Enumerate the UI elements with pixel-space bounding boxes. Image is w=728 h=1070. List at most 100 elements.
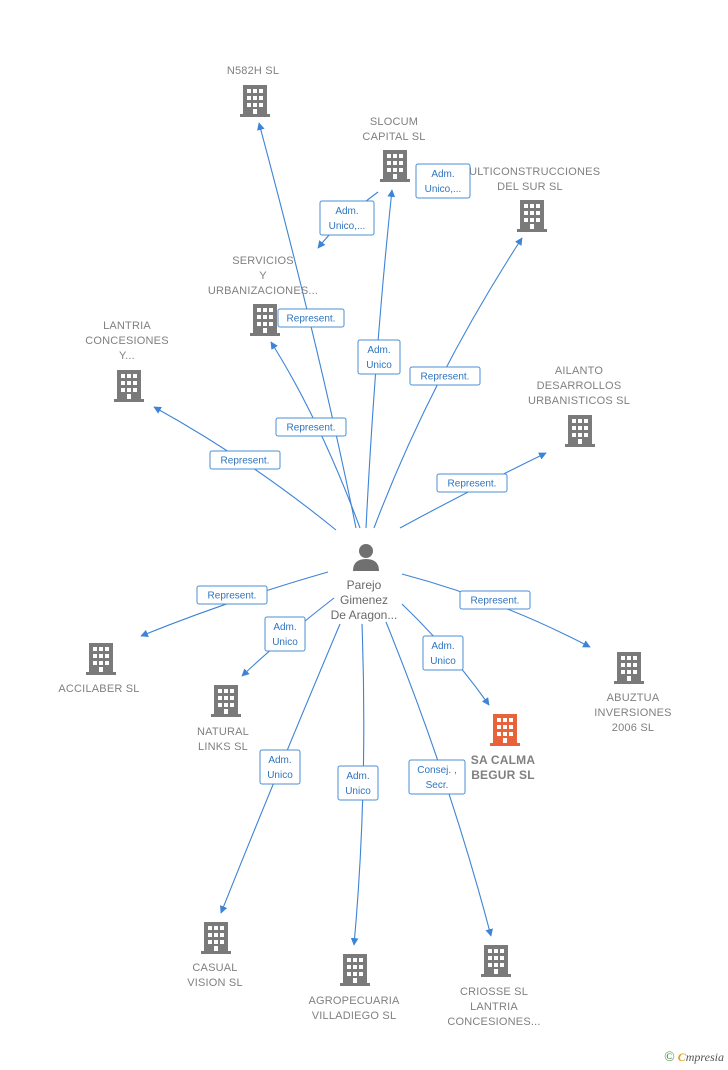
e-sacalma-label-box [422,635,464,671]
e-slocum-servicios-label-text: Unico,... [329,221,366,232]
e-slocum-label[interactable]: Adm.Unico [357,339,401,375]
company-node-natural[interactable]: NATURAL LINKS SL [197,685,249,753]
e-slocum-multicon-label[interactable]: Adm. Unico,... [415,163,471,199]
company-node-servicios[interactable]: SERVICIOSYURBANIZACIONES... [208,255,318,336]
e-slocum-multicon-label-text: Unico,... [425,184,462,195]
company-name-line: SERVICIOS [232,255,294,267]
e-slocum-label-text: Adm. [367,345,390,356]
person-icon [353,544,379,571]
e-n582h-label-text: Represent. [287,423,336,434]
e-accilaber-label-text: Represent. [208,591,257,602]
e-multicon-label-text: Represent. [421,372,470,383]
e-casual-label[interactable]: Adm. Unico [259,749,301,785]
company-name-line: DESARROLLOS [537,380,622,392]
building-icon [114,370,144,402]
company-name-line: N582H SL [227,65,279,77]
e-lantria-label-text: Represent. [221,456,270,467]
e-criosse-label-box [408,759,466,795]
e-accilaber-label-box [196,585,268,605]
e-multicon-label-box [409,366,481,386]
e-sacalma-label[interactable]: Adm. Unico [422,635,464,671]
e-lantria-label[interactable]: Represent. [209,450,281,470]
person-name-line: Parejo [347,578,382,592]
e-criosse-label[interactable]: Consej. , Secr. [408,759,466,795]
e-slocum-servicios-label[interactable]: Adm.Unico,... [319,200,375,236]
company-name-line: DEL SUR SL [497,181,563,193]
e-natural-label-text: Unico [272,637,298,648]
e-agro-label-text: Adm. [346,771,369,782]
company-name-line: 2006 SL [612,722,654,734]
e-natural-label-text: Adm. [273,622,296,633]
company-name-line: SLOCUM [370,116,418,128]
e-servicios-label-text: Represent. [287,314,336,325]
company-name-line: CONCESIONES [85,335,169,347]
e-abuztua-label[interactable]: Represent. [459,590,531,610]
e-criosse-label-text: Secr. [426,780,449,791]
e-ailanto-label-box [436,473,508,493]
building-icon [517,200,547,232]
building-icon [340,954,370,986]
company-name-line: LANTRIA [103,320,151,332]
e-agro-label[interactable]: Adm.Unico [337,765,379,801]
person-name-line: De Aragon... [331,608,398,622]
company-node-agro[interactable]: AGROPECUARIA VILLADIEGO SL [308,954,400,1022]
building-icon [380,150,410,182]
e-lantria-label-box [209,450,281,470]
e-multicon-label[interactable]: Represent. [409,366,481,386]
company-name-line: NATURAL [197,726,249,738]
company-node-n582h[interactable]: N582H SL [227,65,279,117]
e-sacalma-label-text: Adm. [431,641,454,652]
company-node-criosse[interactable]: CRIOSSE SL LANTRIA CONCESIONES... [447,945,540,1028]
building-icon [481,945,511,977]
edges-layer [140,122,591,946]
company-name-line: VILLADIEGO SL [312,1010,397,1022]
brand-footer: © Cmpresia [664,1050,724,1066]
e-ailanto-label[interactable]: Represent. [436,473,508,493]
e-criosse-label-text: Consej. , [417,765,456,776]
company-name-line: CRIOSSE SL [460,986,528,998]
company-node-accilaber[interactable]: ACCILABER SL [58,643,139,695]
company-name-line: VISION SL [187,977,243,989]
e-accilaber-label[interactable]: Represent. [196,585,268,605]
building-icon [614,652,644,684]
e-slocum-multicon-label-text: Adm. [431,169,454,180]
brand-name: mpresia [685,1050,724,1064]
building-icon [240,85,270,117]
e-agro-label-box [337,765,379,801]
e-casual-label-text: Unico [267,770,293,781]
building-icon [211,685,241,717]
company-name-line: ABUZTUA [607,692,660,704]
e-sacalma-label-text: Unico [430,656,456,667]
e-servicios-label-box [277,308,345,328]
e-n582h-label[interactable]: Represent. [275,417,347,437]
person-name-line: Gimenez [340,593,388,607]
e-slocum-label-box [357,339,401,375]
company-name-line: CONCESIONES... [447,1016,540,1028]
building-icon [250,304,280,336]
e-slocum-servicios-label-box [319,200,375,236]
e-servicios-label[interactable]: Represent. [277,308,345,328]
company-name-line: LINKS SL [198,741,248,753]
company-name-line: AGROPECUARIA [308,995,399,1007]
e-n582h-line [257,122,357,529]
company-name-line: URBANISTICOS SL [528,395,630,407]
building-icon [201,922,231,954]
e-abuztua-label-text: Represent. [471,596,520,607]
company-node-lantria[interactable]: LANTRIACONCESIONESY... [85,320,169,402]
company-node-multicon[interactable]: MULTICONSTRUCCIONES DEL SUR SL [460,166,601,232]
company-name-line: MULTICONSTRUCCIONES [460,166,601,178]
e-natural-label[interactable]: Adm. Unico [264,616,306,652]
building-icon [565,415,595,447]
brand-initial: C [677,1050,686,1064]
copyright-symbol: © [664,1050,675,1065]
company-name-line: LANTRIA [470,1001,518,1013]
e-casual-label-text: Adm. [268,755,291,766]
